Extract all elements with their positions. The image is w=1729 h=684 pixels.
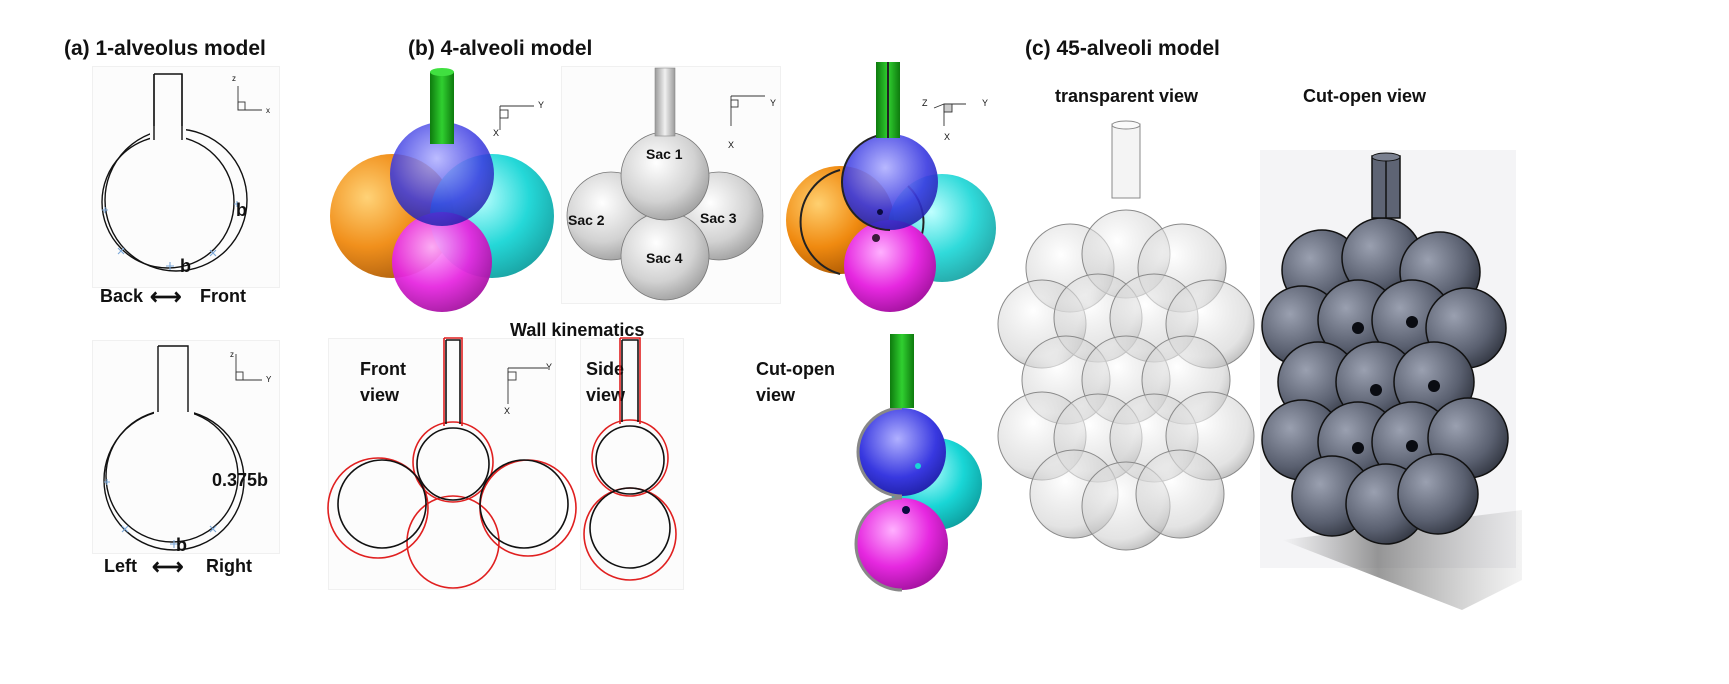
alveolus-side-diagram: [103, 345, 262, 551]
panel-b-title: (b) 4-alveoli model: [408, 37, 593, 60]
axis-x-3: X: [944, 132, 951, 142]
four-alveoli-colored: [330, 68, 554, 312]
label-ratio: 0.375b: [212, 470, 269, 490]
axis-arrow-back-front: ⟷: [150, 284, 182, 309]
transparent-view-label: transparent view: [1055, 86, 1199, 106]
axis-x-1: X: [493, 128, 500, 138]
axis-x-label: x: [266, 106, 270, 115]
panel-a-title: (a) 1-alveolus model: [64, 37, 266, 60]
sac-3-label: Sac 3: [700, 210, 737, 226]
cut-open-view-label: Cut-open view: [756, 359, 835, 405]
axis-x-4: X: [504, 406, 511, 416]
axis-arrow-left-right: ⟷: [152, 554, 184, 579]
alveolus-side-box: [92, 340, 280, 554]
axis-back-label: Back: [100, 286, 144, 306]
axis-z-label: z: [232, 74, 236, 83]
axis-right-label: Right: [206, 556, 252, 576]
front-view-diagram: [327, 337, 577, 589]
axis-y-label-2: Y: [266, 375, 272, 384]
axis-z-3: Z: [922, 98, 928, 108]
label-b-right: b: [236, 200, 247, 220]
side-view-label: Side view: [586, 359, 626, 405]
axis-y-4: Y: [546, 362, 553, 372]
axis-front-label: Front: [200, 286, 246, 306]
alveolus-front-diagram: [101, 73, 262, 272]
four-alveoli-cut-open: [854, 334, 982, 592]
label-b-bottom-2: b: [176, 535, 187, 555]
wall-kinematics-title: Wall kinematics: [510, 320, 645, 340]
four-alveoli-gray: [566, 67, 765, 301]
axis-x-2: X: [728, 140, 735, 150]
axis-left-label: Left: [104, 556, 137, 576]
axis-triad-1: [499, 105, 534, 130]
transparent-view-diagram: [997, 120, 1255, 551]
sac-4-label: Sac 4: [646, 250, 683, 266]
axis-triad-3: [933, 103, 966, 126]
side-view-diagram: [583, 337, 677, 581]
axis-y-2: Y: [770, 98, 777, 108]
axis-y-3: Y: [982, 98, 989, 108]
cut-open-view-diagram: [1261, 152, 1522, 610]
axis-z-label-2: z: [230, 350, 234, 359]
axis-y-1: Y: [538, 100, 545, 110]
side-view-box: [580, 338, 684, 590]
sac-2-label: Sac 2: [568, 212, 605, 228]
panel-c-title: (c) 45-alveoli model: [1025, 37, 1220, 60]
four-alveoli-cut-colored: [786, 62, 996, 312]
front-view-label: Front view: [360, 359, 406, 405]
label-b-bottom: b: [180, 256, 191, 276]
cut-open-view-label-c: Cut-open view: [1303, 86, 1427, 106]
sac-1-label: Sac 1: [646, 146, 683, 162]
